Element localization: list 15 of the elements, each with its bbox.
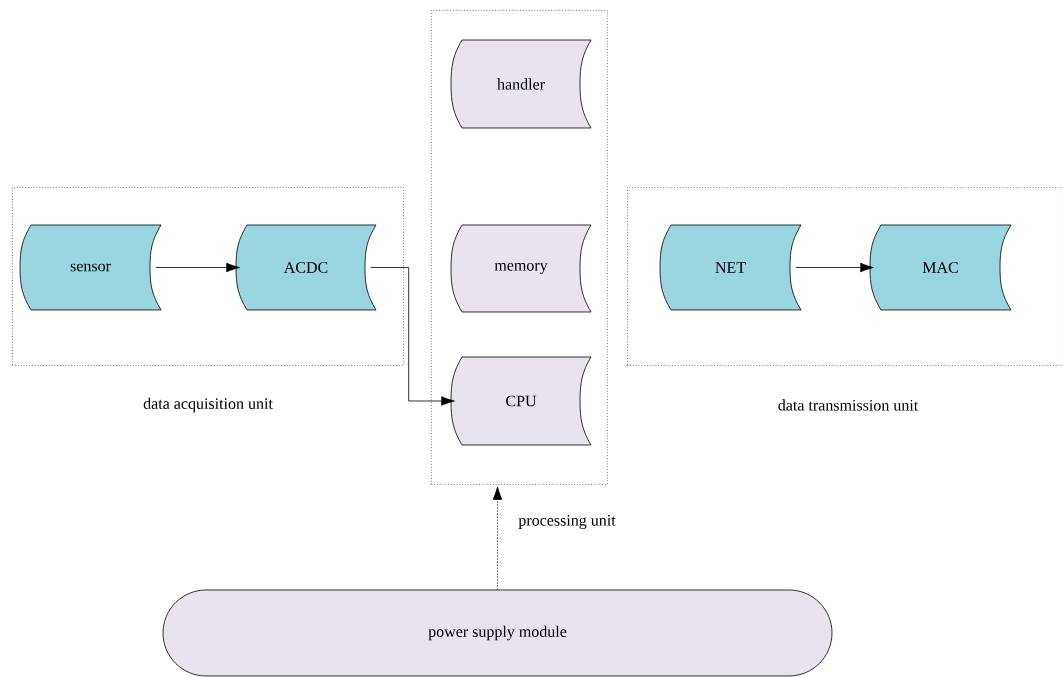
arrow — [795, 262, 874, 273]
group-label: data acquisition unit — [143, 397, 273, 413]
arrow — [370, 267, 455, 406]
data-block: sensor — [19, 224, 162, 311]
arrow — [492, 486, 503, 591]
data-block: CPU — [450, 356, 592, 446]
group-label: processing unit — [518, 515, 616, 529]
data-block: ACDC — [235, 224, 377, 311]
data-block: MAC — [869, 224, 1012, 311]
arrow — [155, 262, 240, 273]
data-block: memory — [450, 224, 592, 313]
data-block: handler — [450, 39, 592, 129]
data-block: NET — [659, 224, 802, 311]
rounded-module: power supply module — [162, 589, 833, 677]
group-label: data transmission unit — [778, 399, 919, 411]
